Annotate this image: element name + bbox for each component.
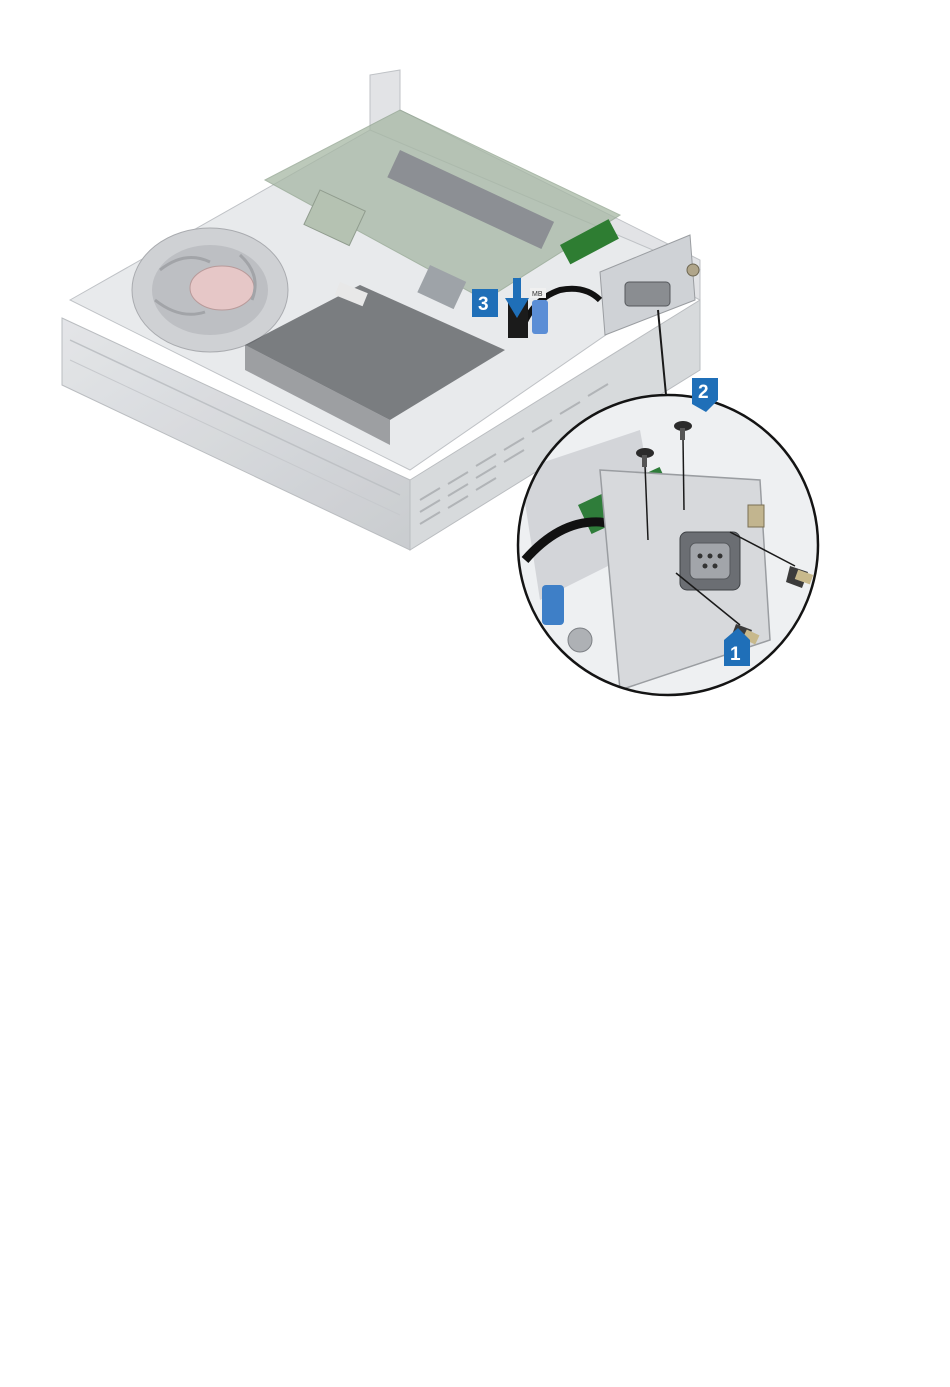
serial-connector: [625, 282, 670, 306]
zoom-detail-view: [518, 395, 818, 695]
computer-chassis-diagram: MB 3: [0, 0, 950, 720]
blue-tab: [532, 300, 548, 334]
zoom-serial-connector: [680, 532, 740, 590]
step-3-callout: 3: [472, 289, 498, 317]
system-fan: [132, 228, 288, 352]
svg-text:2: 2: [698, 382, 709, 403]
svg-text:1: 1: [730, 644, 741, 665]
svg-text:3: 3: [478, 294, 489, 315]
cable-tag: MB: [532, 291, 543, 298]
